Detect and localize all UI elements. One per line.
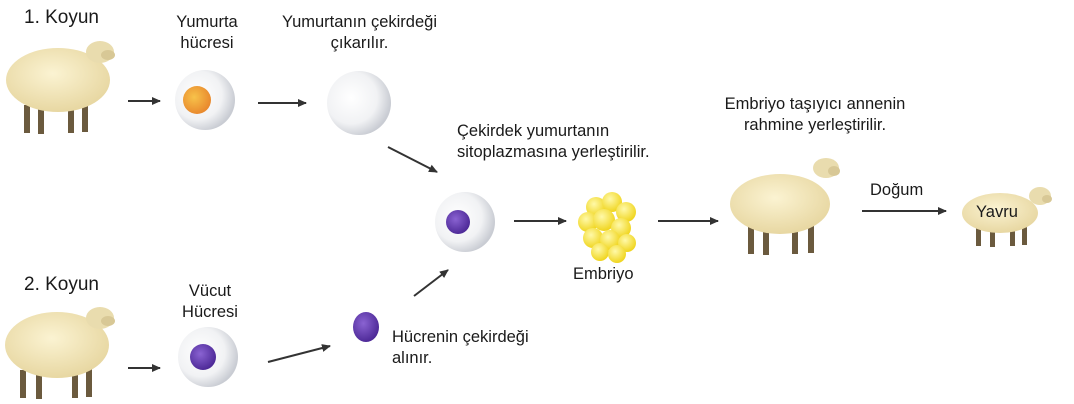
nucleus-removed-label: Yumurtanın çekirdeği çıkarılır. [262, 12, 457, 53]
surrogate-mother-illustration [730, 158, 840, 255]
nucleus-taken-label: Hücrenin çekirdeği alınır. [392, 327, 529, 368]
body-cell [178, 327, 238, 387]
egg-cell [175, 70, 235, 130]
enucleated-egg-cell [327, 71, 391, 135]
sheep-2-label: 2. Koyun [24, 273, 99, 297]
egg-cell-label: Yumurta hücresi [162, 12, 252, 53]
reconstructed-egg-cell [435, 192, 495, 252]
birth-label: Doğum [870, 180, 923, 201]
offspring-label: Yavru [976, 202, 1018, 223]
embryo-label: Embriyo [573, 264, 634, 285]
arrow-nucleus-to-reconstructed [414, 270, 448, 296]
sheep-1-label: 1. Koyun [24, 6, 99, 30]
sheep-1-illustration [6, 41, 115, 134]
embryo-placed-label: Embriyo taşıyıcı annenin rahmine yerleşt… [700, 94, 930, 135]
arrow-enucleated-to-reconstructed [388, 147, 437, 172]
body-cell-label: Vücut Hücresi [165, 281, 255, 322]
embryo-cluster [578, 192, 636, 263]
sheep-2-illustration [5, 307, 115, 399]
extracted-nucleus [353, 312, 379, 342]
arrow-bodycell-to-nucleus [268, 346, 330, 362]
nucleus-placed-label: Çekirdek yumurtanın sitoplazmasına yerle… [457, 121, 650, 162]
